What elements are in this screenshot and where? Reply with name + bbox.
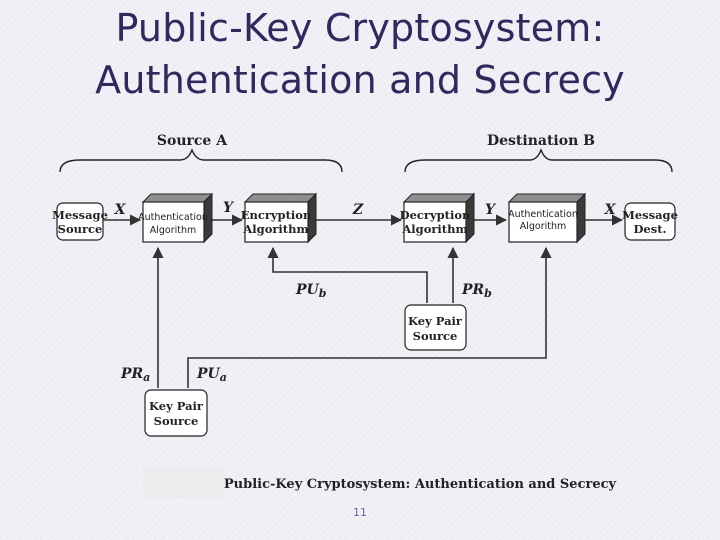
svg-text:Algorithm: Algorithm [242, 222, 308, 236]
encryption-algorithm-box: Encryption Algorithm [241, 192, 318, 244]
label-z: Z [352, 202, 364, 218]
svg-text:Message: Message [52, 208, 108, 222]
svg-text:Source: Source [58, 222, 103, 236]
svg-text:Authentication: Authentication [138, 212, 208, 223]
svg-text:Key Pair: Key Pair [408, 314, 463, 328]
label-y-right: Y [485, 202, 497, 218]
brace-source-a [59, 148, 343, 173]
group-label-destination-b: Destination B [487, 133, 595, 149]
label-pr-b: PRb [461, 282, 492, 300]
label-pr-a: PRa [120, 366, 150, 384]
figure-caption: Public-Key Cryptosystem: Authentication … [224, 477, 617, 492]
brace-destination-b [404, 148, 673, 173]
slide-title-line-1: Public-Key Cryptosystem: [115, 6, 605, 50]
label-y-left: Y [223, 200, 235, 216]
decryption-algorithm-box: Decryption Algorithm [400, 192, 476, 244]
svg-text:Source: Source [154, 414, 199, 428]
svg-text:Encryption: Encryption [241, 208, 312, 222]
group-label-source-a: Source A [157, 133, 228, 149]
svg-text:Key Pair: Key Pair [149, 399, 204, 413]
message-source-box: Message Source [52, 202, 108, 241]
svg-text:Source: Source [413, 329, 458, 343]
arrow-pu-b [267, 246, 428, 303]
slide-title: Public-Key Cryptosystem: Authentication … [0, 2, 720, 106]
label-pu-b: PUb [295, 282, 327, 300]
page-number: 11 [353, 506, 367, 519]
svg-text:Algorithm: Algorithm [520, 221, 567, 232]
auth-algorithm-right-box: Authentication Algorithm [507, 192, 587, 244]
slide-title-line-2: Authentication and Secrecy [95, 58, 625, 102]
auth-algorithm-left-box: Authentication Algorithm [138, 192, 214, 244]
svg-text:Decryption: Decryption [400, 208, 471, 222]
key-pair-source-a-box: Key Pair Source [144, 389, 208, 437]
label-x-left: X [114, 202, 127, 218]
svg-text:Dest.: Dest. [633, 222, 666, 236]
svg-text:Message: Message [622, 208, 678, 222]
svg-text:Authentication: Authentication [508, 209, 578, 220]
arrow-pu-a [187, 246, 552, 388]
message-dest-box: Message Dest. [622, 202, 678, 241]
caption-figure-placeholder [143, 467, 224, 498]
label-pu-a: PUa [196, 366, 227, 384]
key-pair-source-b-box: Key Pair Source [404, 304, 467, 351]
svg-text:Algorithm: Algorithm [150, 225, 197, 236]
svg-text:Algorithm: Algorithm [401, 222, 467, 236]
label-x-right: X [604, 202, 617, 218]
